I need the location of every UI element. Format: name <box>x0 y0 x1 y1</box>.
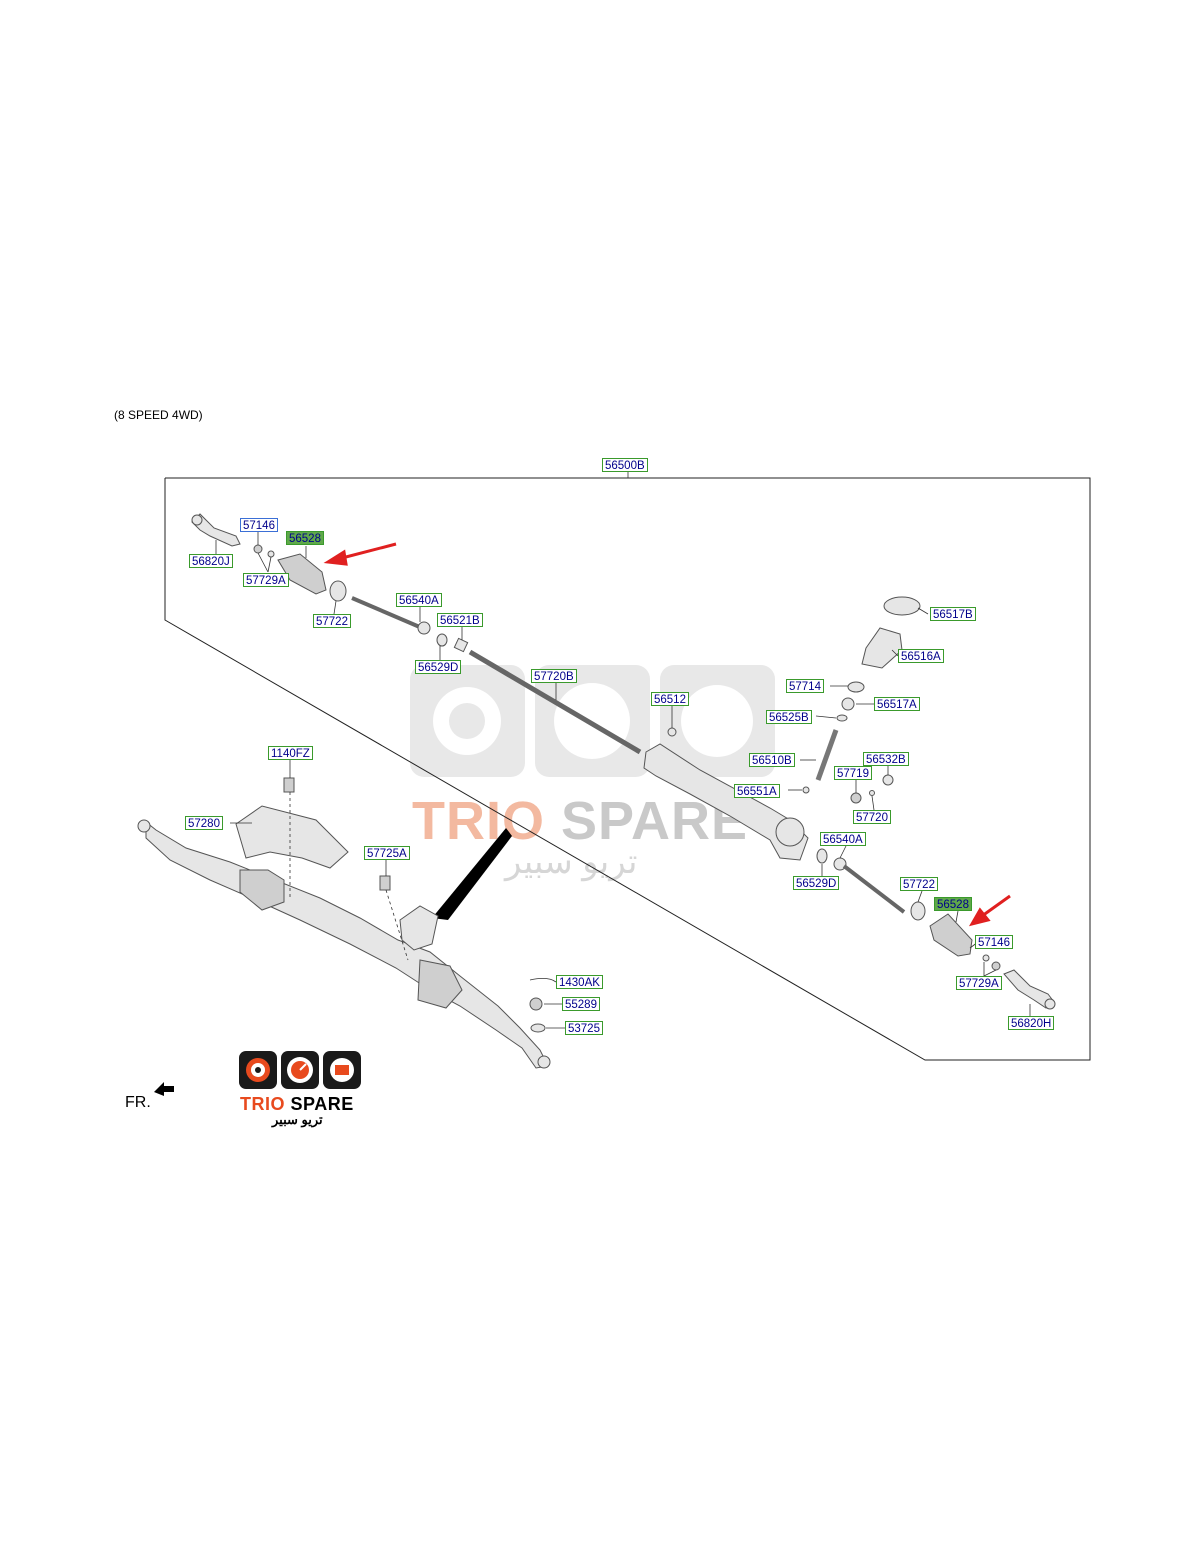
part-label-56510b[interactable]: 56510B <box>749 753 795 767</box>
tie-rod-end-left <box>191 513 241 547</box>
brand-logo-spare: SPARE <box>290 1094 354 1114</box>
part-label-56500b[interactable]: 56500B <box>602 458 648 472</box>
watermark-text-ar: تريو سبير <box>505 843 638 881</box>
clip-57722-right <box>910 901 926 921</box>
spring-57720 <box>869 790 875 796</box>
part-label-1140fz[interactable]: 1140FZ <box>268 746 313 760</box>
part-label-56540a-left[interactable]: 56540A <box>396 593 442 607</box>
inner-tie-rod-left <box>351 596 423 630</box>
yoke-57719 <box>850 792 862 804</box>
front-label: FR. <box>125 1094 151 1111</box>
part-label-56528-left[interactable]: 56528 <box>286 531 324 545</box>
brand-logo-text-ar: تريو سبير <box>272 1112 323 1127</box>
assembly-frame <box>164 477 1091 1061</box>
bolt-57725a <box>379 875 391 891</box>
pinion-56510b <box>815 729 839 781</box>
bellows-left <box>277 553 327 595</box>
nut-57146-left <box>253 544 263 554</box>
heat-shield-57280 <box>235 805 349 869</box>
washer-57729a-right <box>982 954 990 962</box>
ring-56525b <box>836 714 848 722</box>
part-label-53725[interactable]: 53725 <box>565 1021 603 1035</box>
part-label-57725a[interactable]: 57725A <box>364 846 410 860</box>
rack-bar <box>468 649 642 755</box>
tie-rod-end-right <box>1003 969 1056 1010</box>
part-label-56820h[interactable]: 56820H <box>1008 1016 1055 1030</box>
part-label-57720[interactable]: 57720 <box>853 810 891 824</box>
red-arrow-right <box>968 894 1011 927</box>
part-label-56517a[interactable]: 56517A <box>874 697 920 711</box>
part-label-57722-left[interactable]: 57722 <box>313 614 351 628</box>
clip-57722-left <box>329 580 347 602</box>
part-label-56512[interactable]: 56512 <box>651 692 689 706</box>
brand-logo-icon <box>239 1051 361 1089</box>
part-label-56820j[interactable]: 56820J <box>189 554 233 568</box>
ring-56529d-right <box>816 848 828 864</box>
part-label-57719[interactable]: 57719 <box>834 766 872 780</box>
part-label-57280[interactable]: 57280 <box>185 816 223 830</box>
plug-56512 <box>667 727 677 737</box>
brand-logo-text: TRIO SPARE <box>240 1094 354 1115</box>
ball-56551a <box>802 786 810 794</box>
assembly-pointer <box>432 828 512 920</box>
part-label-56521b[interactable]: 56521B <box>437 613 483 627</box>
front-direction-icon <box>154 1082 174 1096</box>
part-label-56529d-left[interactable]: 56529D <box>415 660 462 674</box>
part-label-55289[interactable]: 55289 <box>562 997 600 1011</box>
part-label-57714[interactable]: 57714 <box>786 679 824 693</box>
plug-56532b <box>882 774 894 786</box>
part-label-56516a[interactable]: 56516A <box>898 649 944 663</box>
watermark-text: TRIO SPARE <box>412 791 749 851</box>
bolt-1140fz <box>283 777 295 793</box>
nut-56521b <box>453 637 469 653</box>
part-label-56532b[interactable]: 56532B <box>863 752 909 766</box>
nut-57146-right <box>991 961 1001 971</box>
diagram-subtitle: (8 SPEED 4WD) <box>114 408 203 422</box>
cover-56517b <box>883 596 921 616</box>
part-label-56529d-right[interactable]: 56529D <box>793 876 840 890</box>
part-label-57729a-left[interactable]: 57729A <box>243 573 289 587</box>
inner-tie-rod-right <box>842 864 906 914</box>
part-label-57729a-right[interactable]: 57729A <box>956 976 1002 990</box>
part-label-57722-right[interactable]: 57722 <box>900 877 938 891</box>
ring-56529d-left <box>436 633 448 647</box>
seal-57714 <box>847 681 865 693</box>
bellows-right <box>929 913 973 957</box>
part-label-56540a-right[interactable]: 56540A <box>820 832 866 846</box>
part-label-57146-right[interactable]: 57146 <box>975 935 1013 949</box>
gear-housing <box>643 743 809 861</box>
part-label-56551a[interactable]: 56551A <box>734 784 780 798</box>
part-label-56528-right[interactable]: 56528 <box>934 897 972 911</box>
washer-53725 <box>530 1023 546 1033</box>
part-label-1430ak[interactable]: 1430AK <box>556 975 603 989</box>
nut-55289 <box>529 997 543 1011</box>
part-label-56517b[interactable]: 56517B <box>930 607 976 621</box>
part-label-57720b[interactable]: 57720B <box>531 669 577 683</box>
red-arrow-left <box>323 542 397 566</box>
washer-57729a-left <box>267 550 275 558</box>
brand-logo-trio: TRIO <box>240 1094 285 1114</box>
part-label-57146-left[interactable]: 57146 <box>240 518 278 532</box>
cover-56516a <box>861 627 903 669</box>
part-label-56525b[interactable]: 56525B <box>766 710 812 724</box>
assembly-overview <box>137 777 551 1069</box>
bearing-56517a <box>841 697 855 711</box>
watermark-logo-icon <box>410 665 775 777</box>
